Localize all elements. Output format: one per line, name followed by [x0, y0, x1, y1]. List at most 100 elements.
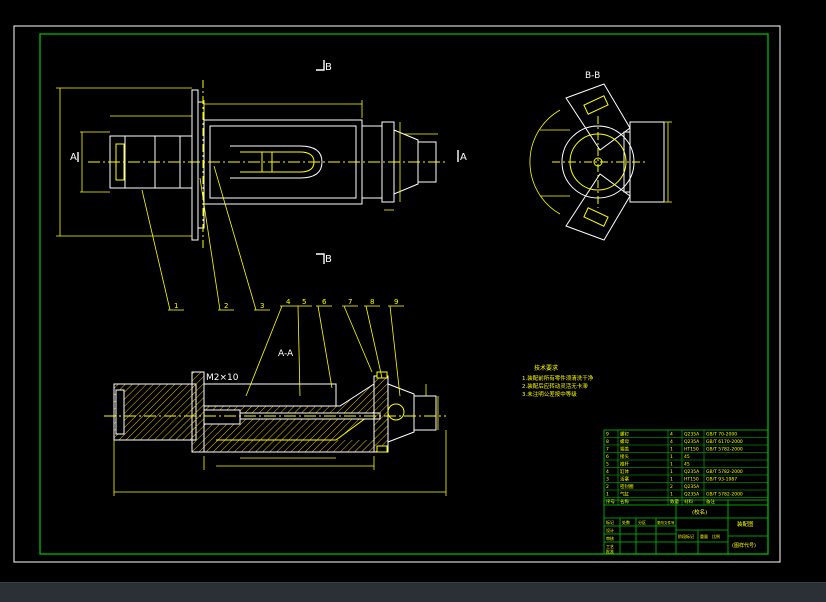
bom-cell-no: 2: [606, 484, 609, 490]
view-a-a-label: A-A: [278, 349, 294, 359]
title-stage-scale: 比例: [712, 533, 720, 539]
bom-header-name: 名称: [620, 498, 629, 505]
title-stage-weight: 重量: [700, 533, 708, 539]
bom-cell-qty: 1: [670, 469, 673, 475]
bom-cell-standard: GB/T 70-2000: [706, 432, 737, 438]
bom-cell-name: 气缸: [620, 491, 629, 498]
bom-cell-qty: 1: [670, 454, 673, 460]
view-b-b-label: B-B: [585, 71, 600, 81]
note-line-1: 1.装配前所有零件须清洗干净: [522, 374, 594, 382]
title-drawing-name: 装配图: [737, 520, 754, 528]
bom-cell-material: Q235A: [684, 439, 700, 445]
balloon-leader: [365, 305, 383, 379]
balloon-leader: [245, 305, 283, 397]
section-b-marker-bottom: B: [325, 254, 332, 265]
main-view: [88, 80, 448, 250]
outer-sheet-border: [13, 25, 781, 563]
bom-cell-standard: GB/T 5782-2000: [706, 469, 743, 475]
status-bar: [0, 582, 826, 602]
balloon-leader: [213, 165, 257, 311]
balloon-leader: [343, 305, 373, 373]
view-a-a-dimensions: [113, 384, 447, 496]
title-row-label-file: 更改文件号: [657, 520, 675, 525]
thread-callout: M2×10: [206, 373, 239, 383]
bom-cell-material: 45: [684, 462, 690, 468]
bom-cell-qty: 4: [670, 439, 673, 445]
bom-cell-name: 活塞: [620, 476, 629, 483]
bom-cell-name: 螺钉: [620, 431, 629, 438]
balloon-leader: [297, 305, 301, 397]
section-b-marker-top: B: [325, 62, 332, 73]
view-a-a: [104, 371, 446, 453]
drawing-canvas[interactable]: B B A A B-B A-A: [0, 0, 826, 582]
bom-cell-material: HT150: [684, 447, 699, 453]
title-row-label-zone: 分区: [638, 519, 646, 525]
bom-cell-no: 7: [606, 447, 609, 453]
bom-cell-no: 8: [606, 439, 609, 445]
bom-cell-qty: 2: [670, 484, 673, 490]
balloon-leader: [389, 305, 401, 397]
bom-header-standard: 备注: [706, 498, 715, 505]
title-block: [603, 499, 769, 555]
title-role-process: 工艺: [606, 544, 614, 549]
section-markers: [77, 60, 459, 264]
bom-cell-name: 螺母: [620, 438, 629, 445]
bom-cell-no: 6: [606, 454, 609, 460]
balloon-number: 3: [260, 302, 264, 310]
main-view-dimensions: [56, 87, 438, 237]
bom-cell-no: 4: [606, 469, 609, 475]
bom-header-no: 序号: [606, 498, 615, 505]
title-school: (校名): [692, 508, 707, 516]
bom-cell-no: 1: [606, 492, 609, 498]
bom-cell-standard: GB/T 93-1987: [706, 477, 737, 483]
bom-cell-material: 45: [684, 454, 690, 460]
title-drawing-code: (图样代号): [732, 542, 756, 549]
balloon-number: 5: [302, 298, 306, 306]
bom-cell-name: 推杆: [620, 461, 629, 468]
bom-cell-name: 缸体: [620, 468, 629, 475]
title-stage-mark: 阶段标记: [678, 533, 694, 539]
bom-cell-standard: GB/T 5782-2000: [706, 492, 743, 498]
bom-cell-no: 3: [606, 477, 609, 483]
balloon-number: 1: [174, 302, 178, 310]
bom-cell-name: 接头: [620, 453, 629, 460]
bom-cell-no: 5: [606, 462, 609, 468]
title-row-label-mark: 标记: [606, 519, 614, 525]
bom-cell-qty: 1: [670, 447, 673, 453]
bom-cell-material: Q235A: [684, 492, 700, 498]
balloon-number: 9: [394, 298, 398, 306]
inner-frame-border: [39, 33, 769, 555]
view-b-b-dimensions: [529, 109, 672, 215]
bom-cell-name: 端盖: [620, 446, 629, 453]
note-line-3: 3.未注明公差按中等级: [522, 390, 577, 398]
bom-header-material: 材料: [684, 498, 693, 505]
balloon-leader: [141, 189, 171, 311]
view-b-b: [552, 83, 665, 241]
bom-cell-name: 密封圈: [620, 483, 634, 490]
bom-cell-material: Q235A: [684, 432, 700, 438]
bom-cell-material: HT150: [684, 477, 699, 483]
title-role-approve: 批准: [606, 548, 614, 554]
section-a-marker-right: A: [460, 152, 467, 163]
bom-header-qty: 数量: [670, 498, 679, 505]
bom-cell-material: Q235A: [684, 469, 700, 475]
note-line-2: 2.装配后应转动灵活无卡滞: [522, 382, 588, 390]
bom-cell-material: Q235A: [684, 484, 700, 490]
balloon-leader: [199, 177, 221, 311]
balloon-number: 4: [286, 298, 291, 306]
bom-cell-qty: 1: [670, 492, 673, 498]
section-a-marker-left: A: [70, 152, 77, 163]
balloon-number: 2: [224, 302, 228, 310]
bom-cell-qty: 4: [670, 432, 673, 438]
title-role-design: 设计: [606, 527, 614, 533]
notes-title: 技术要求: [534, 364, 558, 372]
bom-cell-standard: GB/T 6170-2000: [706, 439, 743, 445]
bom-cell-qty: 1: [670, 462, 673, 468]
balloon-leader: [317, 305, 333, 389]
title-role-review: 审核: [606, 535, 614, 541]
balloon-number: 7: [348, 298, 352, 306]
cad-viewport[interactable]: B B A A B-B A-A: [0, 0, 826, 582]
title-row-label-count: 处数: [622, 519, 630, 525]
